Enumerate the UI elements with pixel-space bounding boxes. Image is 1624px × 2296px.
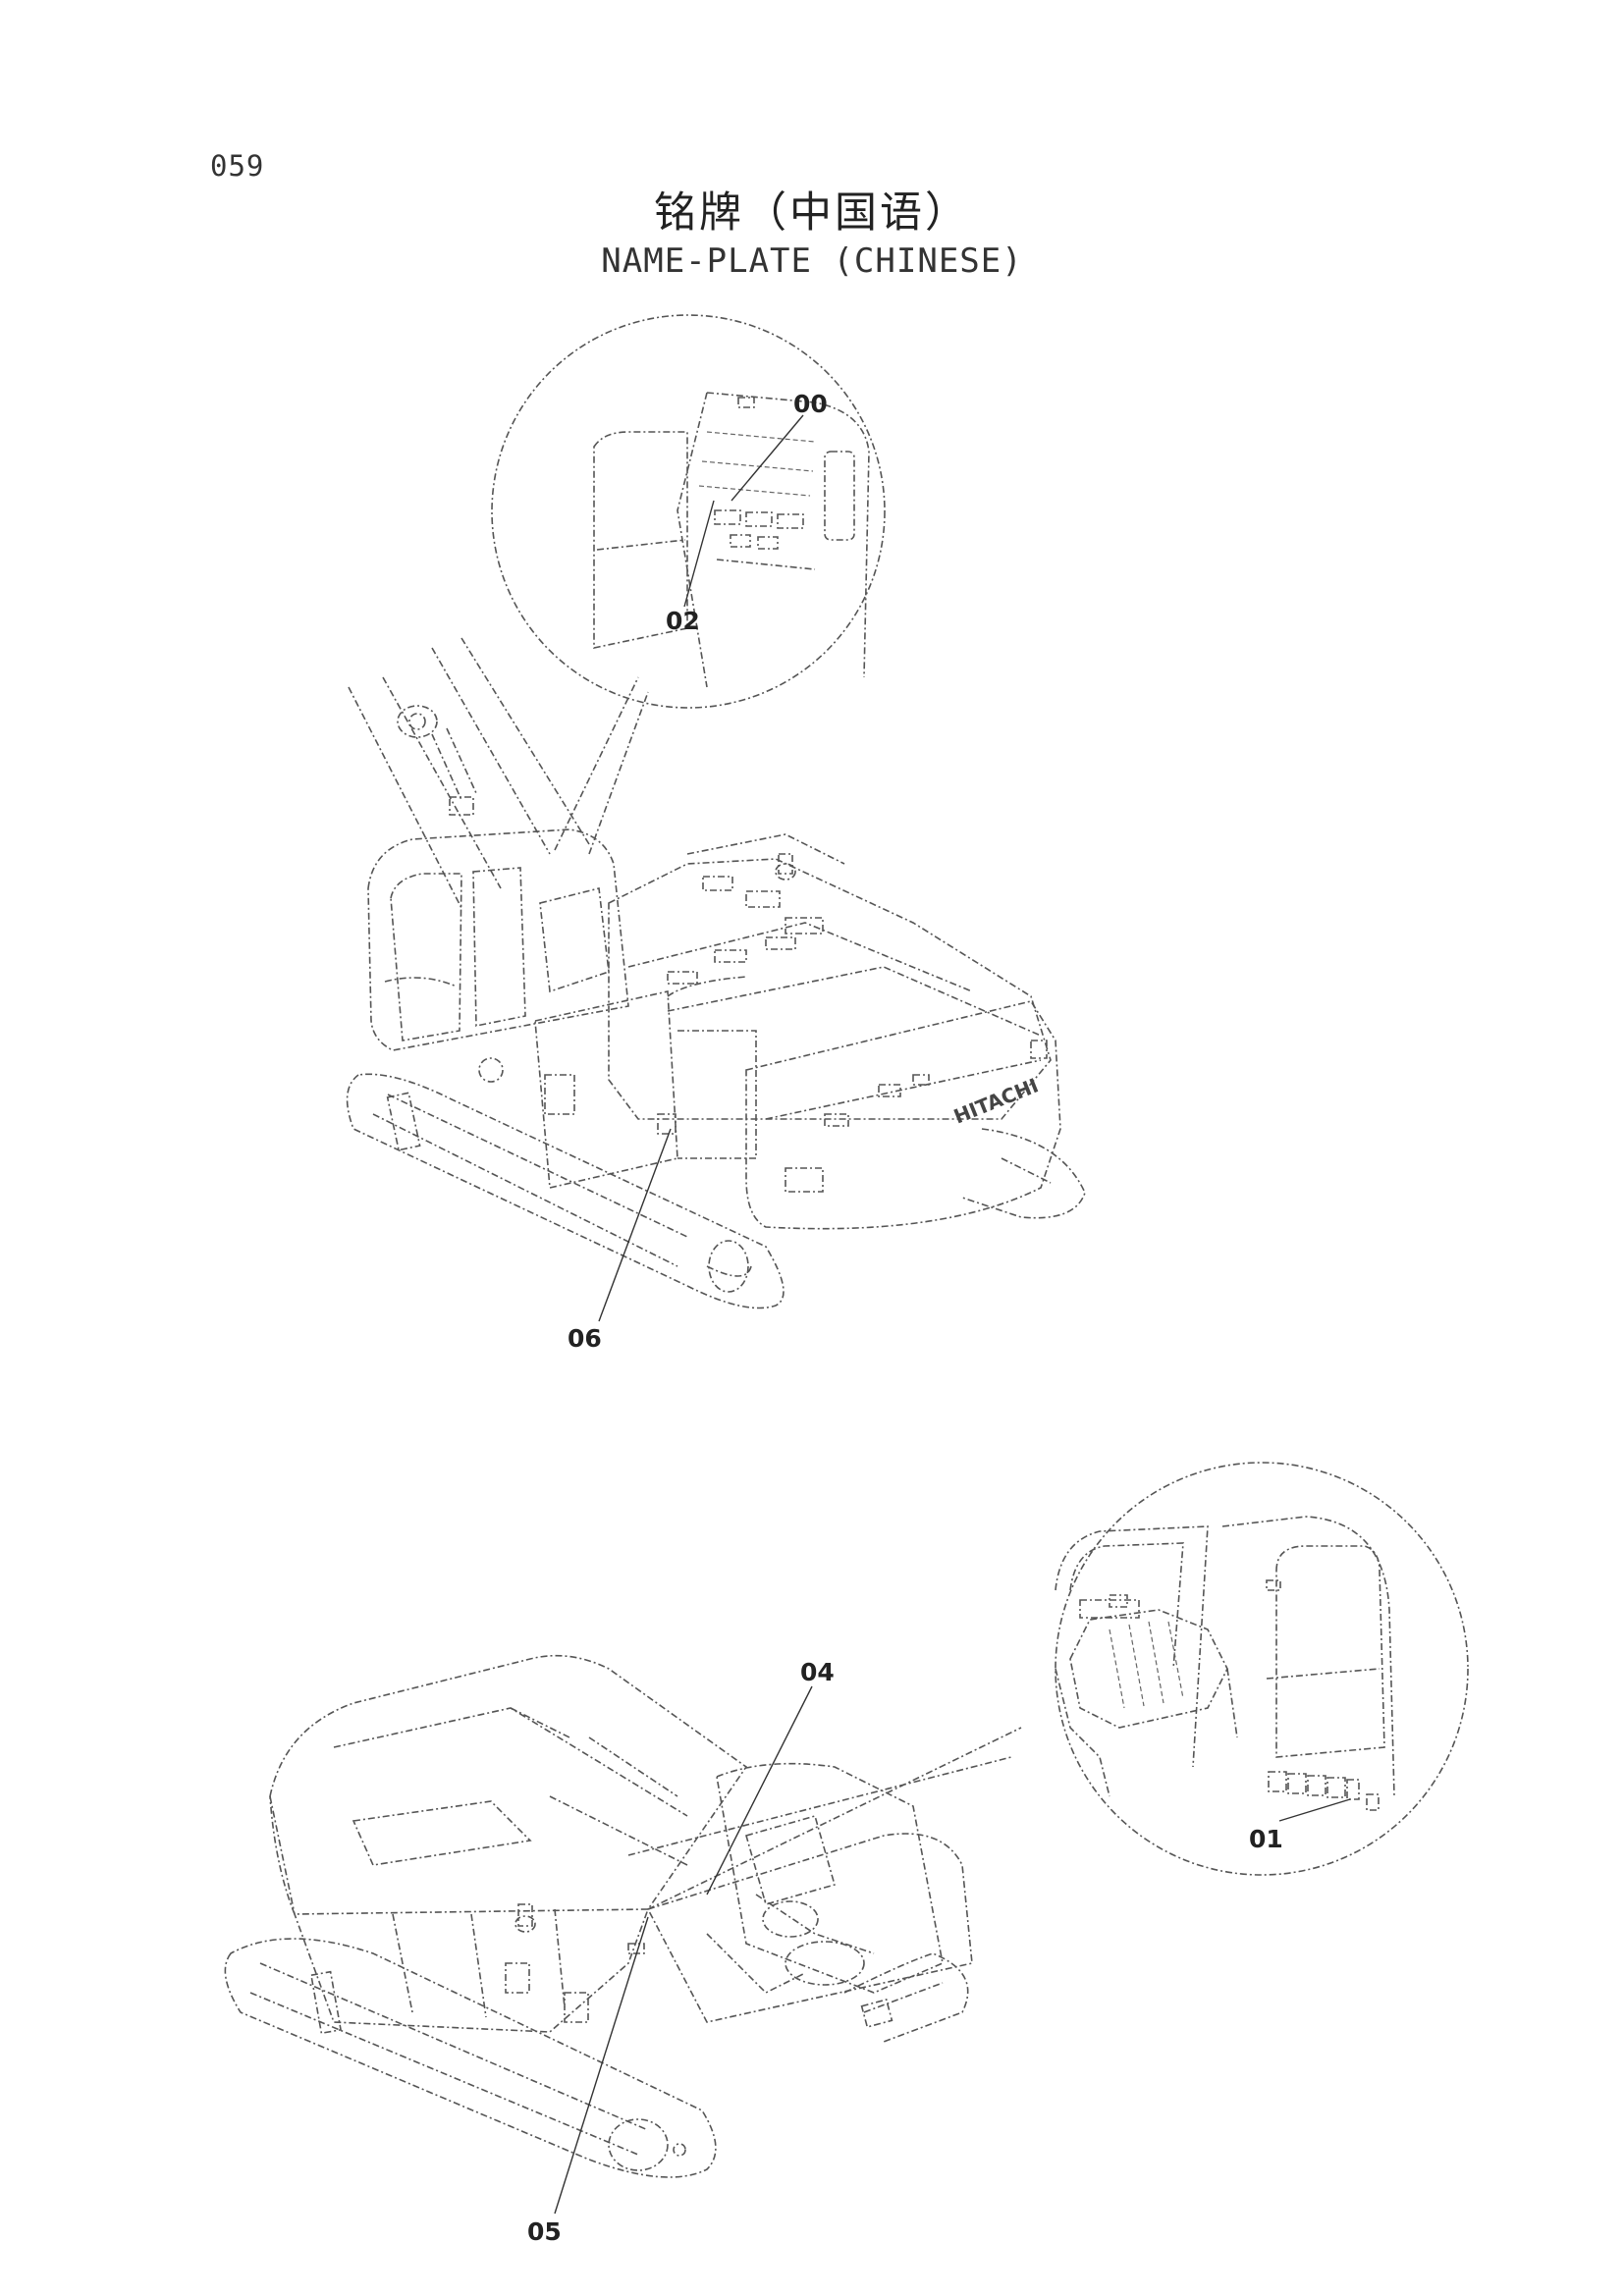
callout-02: 02 bbox=[666, 607, 700, 635]
callout-04: 04 bbox=[800, 1658, 835, 1686]
callout-00: 00 bbox=[793, 390, 828, 418]
operator-seat-magnifier bbox=[627, 1462, 1469, 1910]
page-number: 059 bbox=[210, 149, 265, 183]
excavator-front-view: HITACHI bbox=[346, 637, 1086, 1309]
title-english: NAME-PLATE (CHINESE) bbox=[601, 241, 1023, 281]
callout-01: 01 bbox=[1249, 1825, 1283, 1853]
excavator-rear-view bbox=[224, 1654, 973, 2178]
cab-detail-magnifier bbox=[491, 314, 886, 855]
title-chinese: 铭牌（中国语） bbox=[654, 188, 970, 238]
callout-05: 05 bbox=[527, 2217, 562, 2246]
callout-06: 06 bbox=[568, 1324, 602, 1353]
brand-logo: HITACHI bbox=[950, 1073, 1042, 1128]
callout-leaders bbox=[554, 414, 1351, 2215]
